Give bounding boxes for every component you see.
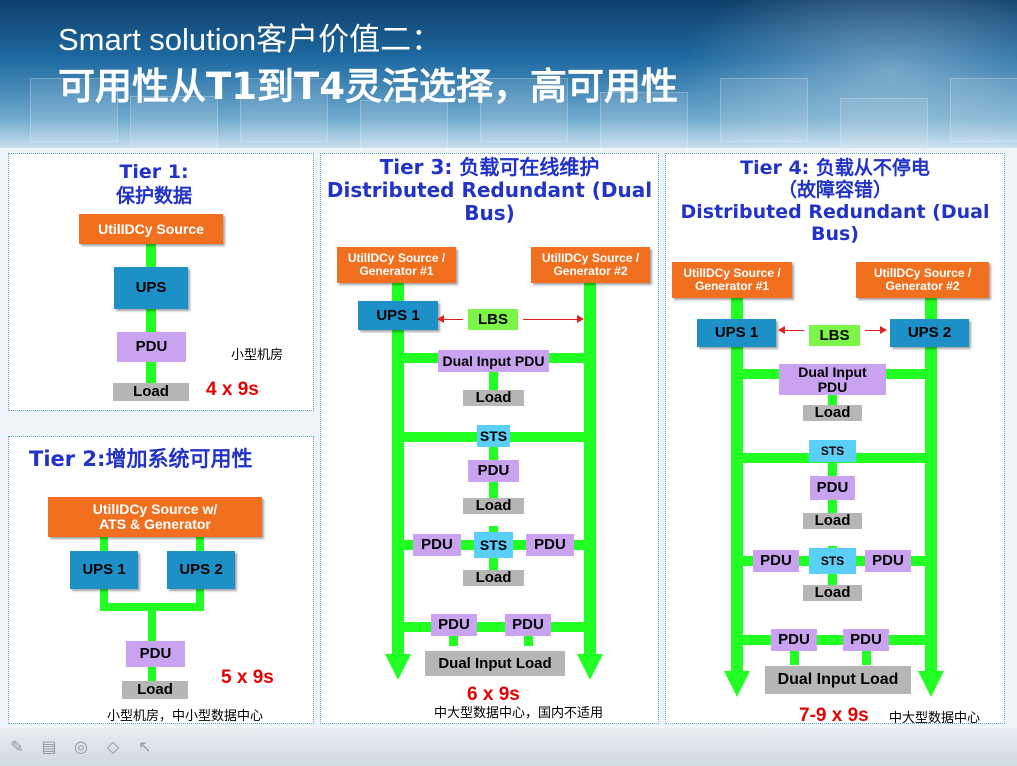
- tier2-title: Tier 2:增加系统可用性: [29, 447, 253, 471]
- tier2-ups2: UPS 2: [167, 551, 235, 589]
- tier3-panel: Tier 3: 负载可在线维护 Distributed Redundant (D…: [320, 153, 659, 724]
- tier2-source: UtilIDCy Source w/ ATS & Generator: [48, 497, 262, 537]
- slide-title: Smart solution客户价值二：: [58, 22, 443, 57]
- slide-subtitle: 可用性从T1到T4灵活选择，高可用性: [58, 65, 678, 108]
- tier2-load: Load: [122, 681, 188, 699]
- tier4-dual-pdu: Dual Input PDU: [779, 364, 886, 395]
- tier4-pdu-bottom-right: PDU: [843, 629, 889, 651]
- pen-icon[interactable]: ◎: [74, 737, 88, 756]
- tier3-source2: UtilIDCy Source / Generator #2: [531, 247, 650, 283]
- tier3-pdu-right: PDU: [526, 534, 574, 556]
- slideshow-toolbar: [0, 728, 1017, 766]
- tier4-source2: UtilIDCy Source / Generator #2: [856, 262, 989, 298]
- tier1-note: 小型机房: [231, 348, 284, 363]
- tier4-load-a: Load: [803, 405, 862, 421]
- pointer-icon[interactable]: ↖: [138, 737, 152, 756]
- tier2-pdu: PDU: [126, 641, 185, 667]
- tier1-load: Load: [113, 383, 189, 401]
- tier4-pdu-right: PDU: [865, 550, 911, 572]
- tier4-panel: Tier 4: 负载从不停电 （故障容错） Distributed Redund…: [665, 153, 1005, 726]
- tier3-lbs: LBS: [468, 309, 518, 330]
- slide-icon[interactable]: ▤: [41, 737, 57, 756]
- tier1-ups: UPS: [114, 267, 188, 309]
- tier1-pdu: PDU: [117, 332, 186, 362]
- tier1-title: Tier 1: 保护数据: [115, 161, 192, 207]
- tier4-sts-b: STS: [809, 548, 856, 574]
- eraser-icon[interactable]: ◇: [106, 737, 120, 756]
- tier3-pdu-bottom-left: PDU: [431, 614, 477, 636]
- tier1-panel: Tier 1: 保护数据 UtilIDCy Source UPS PDU Loa…: [8, 153, 314, 411]
- tier3-sts-b: STS: [474, 532, 513, 558]
- tier4-lbs: LBS: [809, 325, 860, 346]
- tier4-ups2: UPS 2: [890, 319, 969, 347]
- tier4-note: 中大型数据中心: [889, 711, 981, 726]
- tier3-nines: 6 x 9s: [467, 684, 520, 705]
- tier3-ups1: UPS 1: [358, 301, 438, 330]
- tier3-load-c: Load: [463, 570, 524, 586]
- tier3-pdu-left: PDU: [413, 534, 461, 556]
- tier4-sts-a: STS: [809, 440, 856, 462]
- tier4-dual-load: Dual Input Load: [765, 666, 911, 694]
- tier3-dual-load: Dual Input Load: [425, 651, 565, 676]
- tier3-load-a: Load: [463, 390, 524, 406]
- tier2-ups1: UPS 1: [70, 551, 138, 589]
- tier3-source1: UtilIDCy Source / Generator #1: [337, 247, 456, 283]
- tier4-source1: UtilIDCy Source / Generator #1: [672, 262, 792, 298]
- tier3-title: Tier 3: 负载可在线维护 Distributed Redundant (D…: [326, 155, 653, 225]
- tier4-load-b: Load: [803, 513, 862, 529]
- tier3-load-b: Load: [463, 498, 524, 514]
- tier3-pdu-bottom-right: PDU: [505, 614, 551, 636]
- tier4-nines: 7-9 x 9s: [799, 705, 869, 726]
- tier3-note: 中大型数据中心，国内不适用: [434, 706, 604, 721]
- tier3-sts-a: STS: [477, 425, 510, 447]
- tier2-panel: Tier 2:增加系统可用性 UtilIDCy Source w/ ATS & …: [8, 436, 314, 724]
- tier4-pdu-left: PDU: [753, 550, 799, 572]
- tier1-nines: 4 x 9s: [206, 379, 259, 400]
- tier2-note: 小型机房，中小型数据中心: [107, 709, 264, 724]
- pencil-icon[interactable]: ✎: [10, 737, 24, 756]
- tier4-load-c: Load: [803, 585, 862, 601]
- header-banner: [0, 0, 1017, 148]
- tier4-pdu-a: PDU: [810, 476, 855, 500]
- tier2-nines: 5 x 9s: [221, 667, 274, 688]
- tier3-pdu-a: PDU: [468, 460, 519, 482]
- tier1-source: UtilIDCy Source: [79, 214, 223, 244]
- tier4-ups1: UPS 1: [697, 319, 776, 347]
- tier3-dual-pdu: Dual Input PDU: [438, 350, 549, 372]
- tier4-title: Tier 4: 负载从不停电 （故障容错） Distributed Redund…: [680, 157, 990, 245]
- tier4-pdu-bottom-left: PDU: [771, 629, 817, 651]
